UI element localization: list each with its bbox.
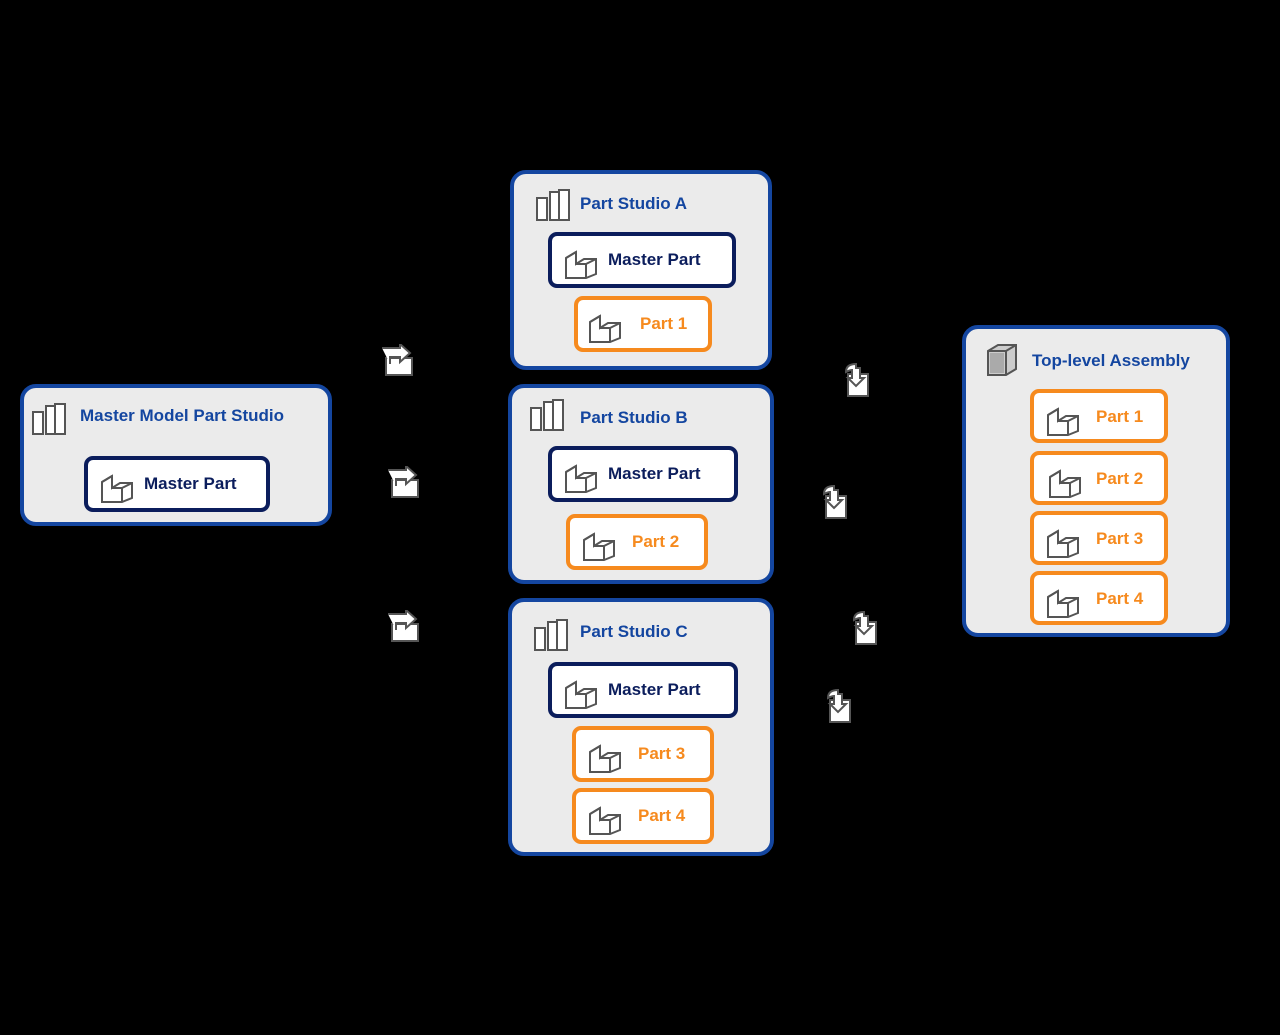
part-studio-b: Part Studio B Master Part Part 2 <box>508 384 774 584</box>
part-icon <box>565 250 597 279</box>
part-label: Part 4 <box>1096 589 1144 608</box>
assembly-part-3-chip[interactable]: Part 3 <box>1030 511 1168 565</box>
assembly-part-4-chip[interactable]: Part 4 <box>1030 571 1168 625</box>
part-label: Part 3 <box>638 744 686 763</box>
derive-icon <box>388 466 419 498</box>
part-studio-icon <box>534 619 568 651</box>
studio-a-title: Part Studio A <box>580 194 688 213</box>
insert-icon <box>822 484 847 519</box>
top-level-assembly: Top-level Assembly Part 1 Part 2 Part 3 … <box>962 325 1230 637</box>
part-label: Part 4 <box>638 806 686 825</box>
part-2-chip[interactable]: Part 2 <box>566 514 708 570</box>
insert-icon <box>844 362 869 397</box>
master-part-chip[interactable]: Master Part <box>548 232 736 288</box>
studio-c-title: Part Studio C <box>580 622 688 641</box>
part-label: Part 2 <box>632 532 680 551</box>
master-model-part-studio: Master Model Part Studio Master Part <box>20 384 332 526</box>
part-icon <box>565 680 597 709</box>
insert-icon <box>852 610 877 645</box>
assembly-part-2-chip[interactable]: Part 2 <box>1030 451 1168 505</box>
part-icon <box>589 314 621 343</box>
part-icon <box>589 806 621 835</box>
part-studio-icon <box>32 403 66 435</box>
assembly-title: Top-level Assembly <box>1032 351 1190 370</box>
part-4-chip[interactable]: Part 4 <box>572 788 714 844</box>
part-label: Part 2 <box>1096 469 1144 488</box>
part-icon <box>583 532 615 561</box>
assembly-part-1-chip[interactable]: Part 1 <box>1030 389 1168 443</box>
master-part-label: Master Part <box>144 474 237 493</box>
derive-icon <box>388 610 419 642</box>
part-studio-icon <box>536 189 570 221</box>
master-part-label: Master Part <box>608 464 701 483</box>
part-icon <box>1047 529 1079 558</box>
master-part-label: Master Part <box>608 250 701 269</box>
master-part-chip[interactable]: Master Part <box>84 456 270 512</box>
derive-icon <box>382 344 413 376</box>
part-1-chip[interactable]: Part 1 <box>574 296 712 352</box>
master-part-chip[interactable]: Master Part <box>548 662 738 718</box>
part-icon <box>1047 589 1079 618</box>
insert-icon <box>826 688 851 723</box>
part-label: Part 3 <box>1096 529 1144 548</box>
assembly-icon <box>987 344 1017 376</box>
part-icon <box>589 744 621 773</box>
master-studio-title: Master Model Part Studio <box>80 406 285 425</box>
master-part-chip[interactable]: Master Part <box>548 446 738 502</box>
part-studio-icon <box>530 399 564 431</box>
part-icon <box>565 464 597 493</box>
part-studio-c: Part Studio C Master Part Part 3 Part 4 <box>508 598 774 856</box>
part-3-chip[interactable]: Part 3 <box>572 726 714 782</box>
part-icon <box>1047 407 1079 436</box>
part-icon <box>101 474 133 503</box>
part-label: Part 1 <box>640 314 688 333</box>
studio-b-title: Part Studio B <box>580 408 688 427</box>
part-label: Part 1 <box>1096 407 1144 426</box>
part-studio-a: Part Studio A Master Part Part 1 <box>510 170 772 370</box>
part-icon <box>1049 469 1081 498</box>
master-part-label: Master Part <box>608 680 701 699</box>
